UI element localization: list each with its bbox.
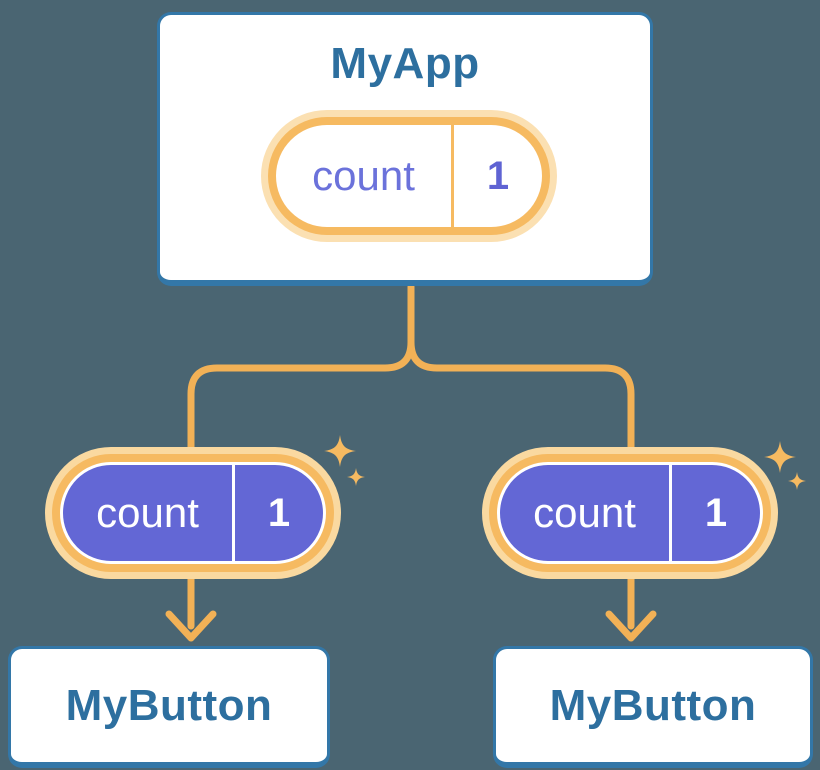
- state-value: 1: [704, 490, 728, 535]
- state-pill-ring: count 1: [52, 454, 334, 572]
- state-pill-ring: count 1: [489, 454, 771, 572]
- state-pill-ring: count 1: [268, 117, 550, 235]
- pill-divider: [669, 465, 672, 561]
- state-pill-left: count 1: [45, 447, 341, 579]
- mybutton-card-right: MyButton: [493, 646, 813, 768]
- sparkle-icon: [764, 441, 796, 473]
- state-value: 1: [486, 153, 510, 198]
- state-pill-body: count 1: [276, 125, 542, 227]
- state-pill-body: count 1: [60, 462, 326, 564]
- state-label: count: [533, 489, 636, 536]
- connector-branch-right-line: [407, 283, 635, 524]
- state-label: count: [312, 152, 415, 199]
- mybutton-title: MyButton: [65, 680, 273, 730]
- pill-divider: [451, 125, 454, 227]
- sparkle-icon: [324, 435, 356, 467]
- state-value: 1: [267, 490, 291, 535]
- mybutton-title: MyButton: [549, 680, 757, 730]
- myapp-card: MyApp count 1: [157, 12, 653, 286]
- myapp-title: MyApp: [330, 39, 480, 88]
- sparkle-icon: [347, 468, 365, 486]
- state-pill-root: count 1: [261, 110, 557, 242]
- pill-divider: [232, 465, 235, 561]
- state-pill-body: count 1: [497, 462, 763, 564]
- sparkle-icon: [788, 472, 806, 490]
- state-label: count: [96, 489, 199, 536]
- state-pill-right: count 1: [482, 447, 778, 579]
- mybutton-card-left: MyButton: [8, 646, 330, 768]
